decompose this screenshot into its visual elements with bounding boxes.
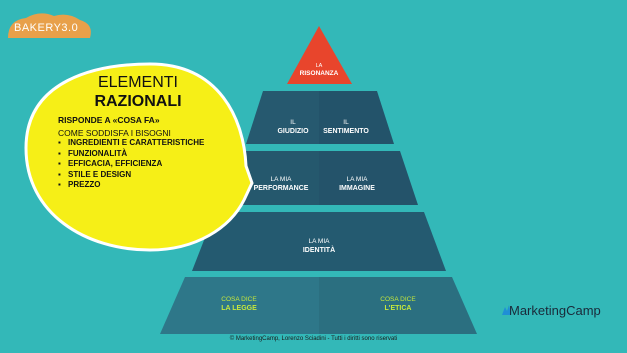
list-item: STILE E DESIGN bbox=[58, 170, 258, 181]
base-right-line1: COSA DICE bbox=[380, 296, 416, 303]
bakery-logo-badge bbox=[8, 13, 91, 38]
callout-title-line1: ELEMENTI bbox=[97, 74, 178, 91]
pyramid-base-left bbox=[160, 277, 319, 334]
level2-right-line1: IL bbox=[343, 119, 349, 126]
callout-how: COME SODDISFA I BISOGNI bbox=[58, 128, 171, 138]
level4-line2: IDENTITÀ bbox=[303, 245, 335, 254]
level4-line1: LA MIA bbox=[309, 238, 331, 245]
marketingcamp-logo: MarketingCamp bbox=[509, 303, 601, 318]
level2-left-line2: GIUDIZIO bbox=[277, 128, 309, 135]
list-item: PREZZO bbox=[58, 180, 258, 191]
list-item: FUNZIONALITÀ bbox=[58, 149, 258, 160]
base-right-line2: L'ETICA bbox=[385, 305, 412, 312]
pyramid-base-right bbox=[319, 277, 477, 334]
level3-left-line1: LA MIA bbox=[271, 176, 293, 183]
base-left-line2: LA LEGGE bbox=[221, 305, 257, 312]
level3-right-line2: IMMAGINE bbox=[339, 185, 375, 192]
callout-list: INGREDIENTI E CARATTERISTICHE FUNZIONALI… bbox=[58, 138, 258, 191]
pyramid-level4 bbox=[192, 212, 446, 271]
bakery-logo: BAKERY3.0 bbox=[14, 22, 79, 34]
callout-title-line2: RAZIONALI bbox=[94, 93, 182, 110]
pyramid-apex bbox=[287, 26, 352, 84]
list-item: INGREDIENTI E CARATTERISTICHE bbox=[58, 138, 258, 149]
pyramid-level3-right bbox=[319, 151, 418, 205]
level2-left-line1: IL bbox=[290, 119, 296, 126]
footer-copyright: © MarketingCamp, Lorenzo Sciadini - Tutt… bbox=[229, 336, 398, 342]
pyramid-level2-right bbox=[319, 91, 394, 144]
level3-right-line1: LA MIA bbox=[347, 176, 369, 183]
apex-label-line2: RISONANZA bbox=[300, 70, 339, 77]
pyramid-level2-left bbox=[246, 91, 319, 144]
base-left-line1: COSA DICE bbox=[221, 296, 257, 303]
marketingcamp-mark-icon bbox=[502, 305, 511, 315]
callout-content: ELEMENTI RAZIONALI RISPONDE A «COSA FA» … bbox=[58, 74, 258, 191]
apex-label-line1: LA bbox=[316, 63, 323, 69]
level2-right-line2: SENTIMENTO bbox=[323, 128, 369, 135]
level3-left-line2: PERFORMANCE bbox=[254, 185, 309, 192]
callout-subtitle: RISPONDE A «COSA FA» bbox=[58, 115, 160, 125]
list-item: EFFICACIA, EFFICIENZA bbox=[58, 159, 258, 170]
